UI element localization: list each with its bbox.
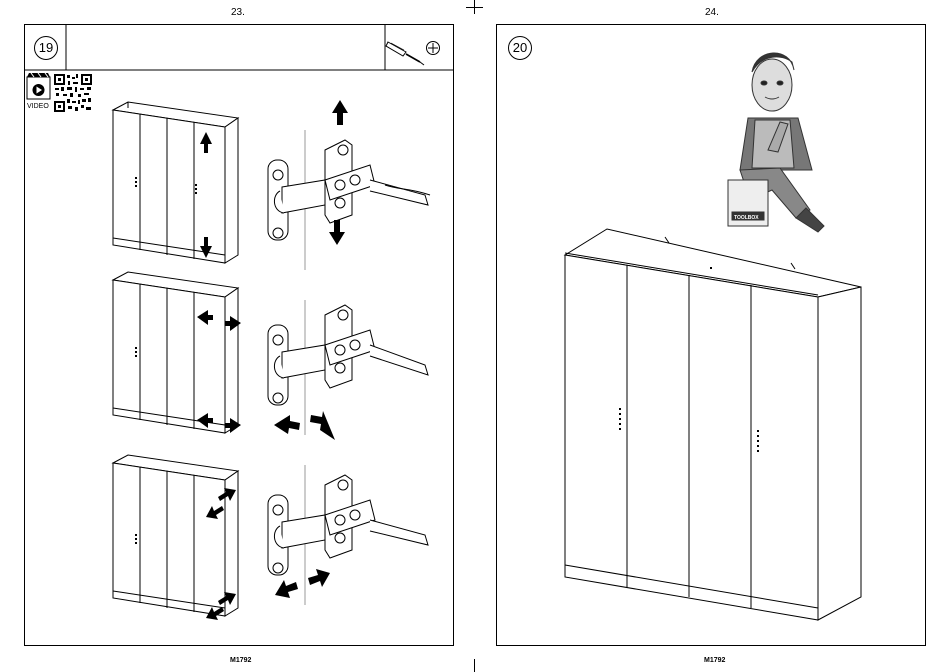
left-footer-code: M1792 [230,657,251,664]
wardrobe-adjust-vertical [100,95,250,265]
step-number-20: 20 [508,36,532,60]
hinge-detail-depth [260,455,440,615]
hinge-detail-horizontal [260,270,440,450]
qr-code-icon [54,74,92,112]
right-page-number: 24. [705,7,719,18]
crop-mark-bottom [474,659,475,672]
video-label: VIDEO [27,103,49,110]
wardrobe-assembled [555,225,875,625]
toolbox-label: TOOLBOX [734,215,759,221]
crop-mark-top-horizontal [466,7,483,8]
step-number-19: 19 [34,36,58,60]
wardrobe-adjust-depth [100,448,260,628]
video-play-icon [26,73,52,101]
right-footer-code: M1792 [704,657,725,664]
wardrobe-adjust-horizontal [100,265,260,435]
mascot-illustration: TOOLBOX [720,40,850,240]
hinge-detail-vertical [260,95,440,275]
left-page-number: 23. [231,7,245,18]
phillips-screw-icon [425,40,441,56]
